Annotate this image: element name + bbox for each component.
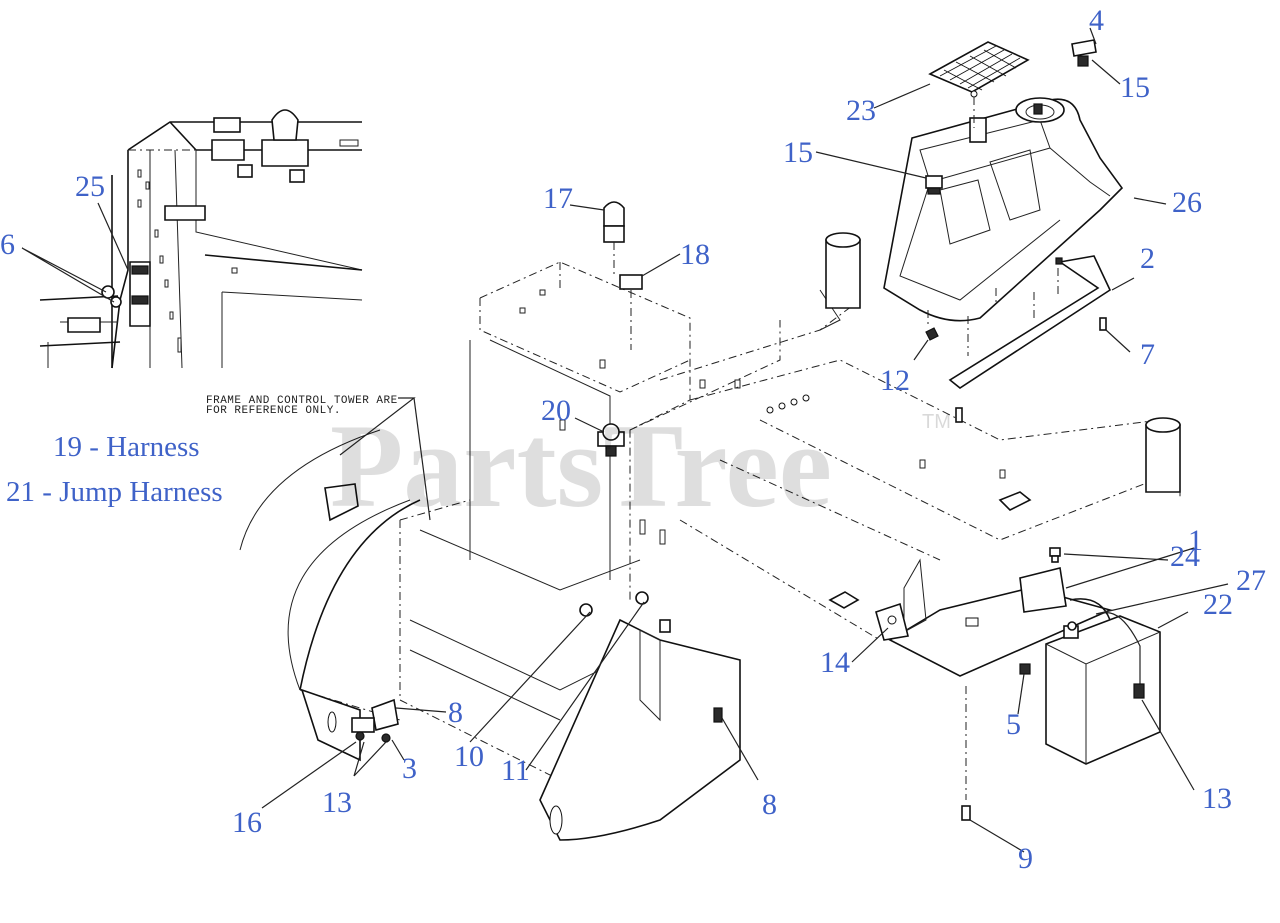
- battery-cable-part-27: [1069, 598, 1111, 621]
- watermark-trademark: TM: [922, 411, 951, 433]
- battery-part-22: [1045, 612, 1161, 765]
- detail-inset-control-tower: [39, 109, 363, 369]
- callout-7: 7: [1140, 338, 1155, 371]
- callout-15-side: 15: [783, 136, 813, 169]
- callout-12: 12: [880, 364, 910, 397]
- callout-20: 20: [541, 394, 571, 427]
- console-part-26: [883, 97, 1124, 356]
- note-line-1: FRAME AND CONTROL TOWER ARE: [206, 395, 398, 407]
- switch-part-17: [603, 201, 625, 275]
- callout-13-right: 13: [1202, 782, 1232, 815]
- callout-17: 17: [543, 182, 573, 215]
- knob-part-15-side: [925, 175, 943, 195]
- callout-16: 16: [232, 806, 262, 839]
- bolt-part-8-right: [713, 707, 723, 723]
- leader-lines: [21, 27, 1229, 853]
- callout-1: 1: [1188, 524, 1203, 557]
- screw-part-9: [961, 686, 971, 821]
- callout-11: 11: [501, 754, 530, 787]
- callout-3: 3: [402, 752, 417, 785]
- battery-tray-part-1: [888, 558, 1113, 677]
- callout-27: 27: [1236, 564, 1266, 597]
- nut-part-12: [925, 327, 939, 341]
- callout-4: 4: [1089, 4, 1104, 37]
- screw-part-7: [1099, 317, 1107, 331]
- bolt-below-console: [955, 407, 963, 423]
- callout-24: 24: [1170, 540, 1200, 573]
- reference-note: FRAME AND CONTROL TOWER ARE FOR REFERENC…: [206, 395, 431, 521]
- callout-5: 5: [1006, 708, 1021, 741]
- callout-23: 23: [846, 94, 876, 127]
- bolt-part-24: [1049, 547, 1061, 563]
- watermark-text: PartsTree: [330, 399, 832, 532]
- callout-10: 10: [454, 740, 484, 773]
- ignition-switch-part-20: [597, 423, 625, 457]
- bracket-part-2: [948, 255, 1112, 389]
- callout-18: 18: [680, 238, 710, 271]
- callout-9: 9: [1018, 842, 1033, 875]
- legend-harness: 19 - Harness: [53, 431, 200, 463]
- switch-part-18: [619, 274, 643, 350]
- callout-22: 22: [1203, 588, 1233, 621]
- callout-8-right: 8: [762, 788, 777, 821]
- knob-part-15-top: [1071, 39, 1097, 67]
- main-frame-reference: [239, 232, 1181, 841]
- callout-25: 25: [75, 170, 105, 203]
- legend: 19 - Harness 21 - Jump Harness: [6, 431, 223, 508]
- clip-part-3: [351, 698, 399, 743]
- grille-part-23: [928, 41, 1030, 128]
- callout-2: 2: [1140, 242, 1155, 275]
- fastener-part-4: [1033, 103, 1043, 115]
- bolt-part-10: [579, 603, 593, 617]
- bolt-part-5: [1019, 663, 1031, 675]
- callout-13-left: 13: [322, 786, 352, 819]
- legend-jump-harness: 21 - Jump Harness: [6, 476, 223, 508]
- callout-14: 14: [820, 646, 850, 679]
- callout-15-top: 15: [1120, 71, 1150, 104]
- callout-6: 6: [0, 228, 15, 261]
- callout-26: 26: [1172, 186, 1202, 219]
- bolt-part-11: [635, 591, 671, 633]
- note-line-2: FOR REFERENCE ONLY.: [206, 405, 341, 417]
- callout-8-left: 8: [448, 696, 463, 729]
- callout-numbers: 25 6 17 18 20 4 15 23 15 26 2 7 12 24 1 …: [0, 4, 1266, 875]
